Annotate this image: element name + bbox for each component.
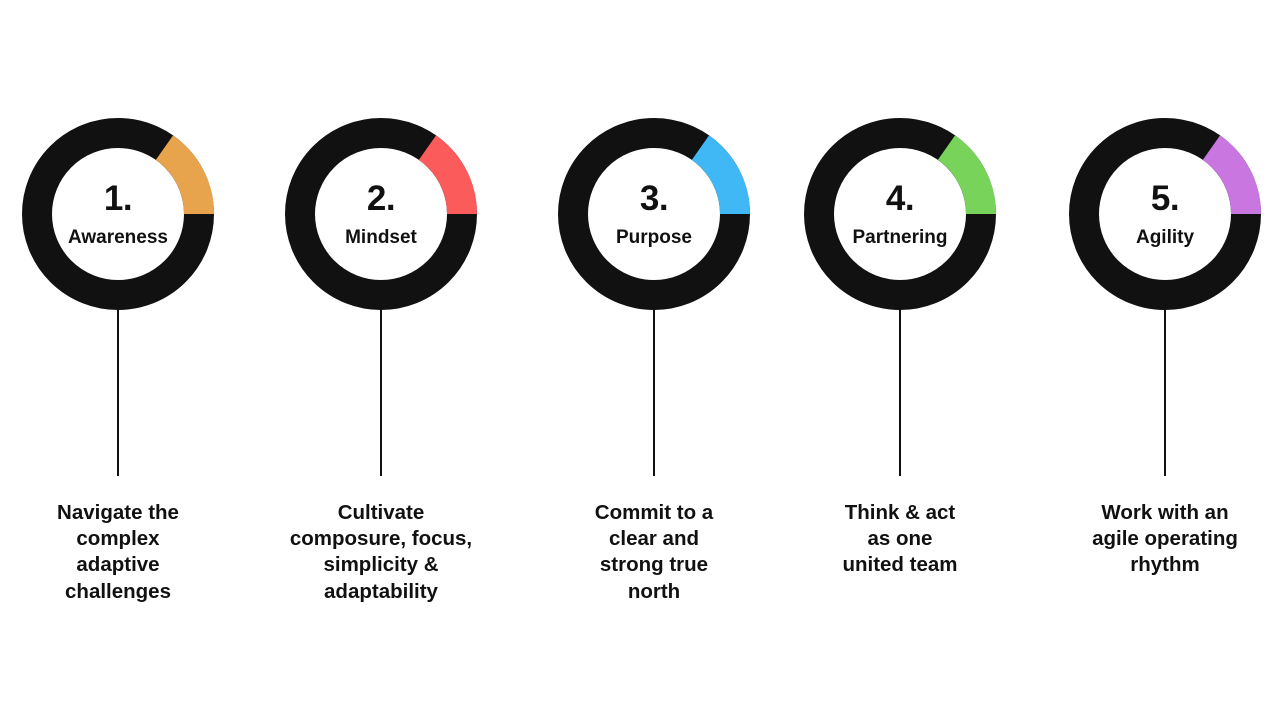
step-number: 4. <box>885 178 915 218</box>
step-caption-4: Think & act as one united team <box>842 501 958 577</box>
step-connector-line-1 <box>117 308 119 476</box>
step-caption-3: Commit to a clear and strong true north <box>594 501 714 603</box>
step-number: 1. <box>103 178 133 218</box>
ring-center-1: 1. Awareness <box>53 149 183 279</box>
step-number: 5. <box>1150 178 1180 218</box>
step-ring-1: 1. Awareness <box>22 118 214 310</box>
ring-center-3: 3. Purpose <box>589 149 719 279</box>
ring-graphic <box>558 118 750 310</box>
step-connector-line-2 <box>380 308 382 476</box>
step-title: Purpose <box>615 226 693 248</box>
ring-graphic <box>1069 118 1261 310</box>
step-connector-line-5 <box>1164 308 1166 476</box>
ring-accent-segment-purple <box>1202 135 1261 215</box>
step-connector-line-4 <box>899 308 901 476</box>
step-ring-3: 3. Purpose <box>558 118 750 310</box>
step-ring-5: 5. Agility <box>1069 118 1261 310</box>
step-ring-2: 2. Mindset <box>285 118 477 310</box>
ring-center-5: 5. Agility <box>1100 149 1230 279</box>
step-title: Agility <box>1135 226 1195 248</box>
ring-graphic <box>804 118 996 310</box>
ring-accent-segment-green <box>937 135 996 215</box>
step-title: Mindset <box>345 226 417 248</box>
step-caption-2: Cultivate composure, focus, simplicity &… <box>289 501 473 603</box>
step-caption-5: Work with an agile operating rhythm <box>1092 501 1238 577</box>
step-title: Partnering <box>852 226 948 248</box>
step-number: 2. <box>366 178 396 218</box>
ring-center-2: 2. Mindset <box>316 149 446 279</box>
step-connector-line-3 <box>653 308 655 476</box>
step-caption-1: Navigate the complex adaptive challenges <box>57 501 179 603</box>
step-ring-4: 4. Partnering <box>804 118 996 310</box>
ring-accent-segment-blue <box>691 135 750 215</box>
ring-center-4: 4. Partnering <box>835 149 965 279</box>
step-number: 3. <box>639 178 669 218</box>
ring-accent-segment-orange <box>155 135 214 215</box>
ring-accent-segment-red <box>418 135 477 215</box>
ring-graphic <box>285 118 477 310</box>
ring-graphic <box>22 118 214 310</box>
step-title: Awareness <box>68 226 168 248</box>
